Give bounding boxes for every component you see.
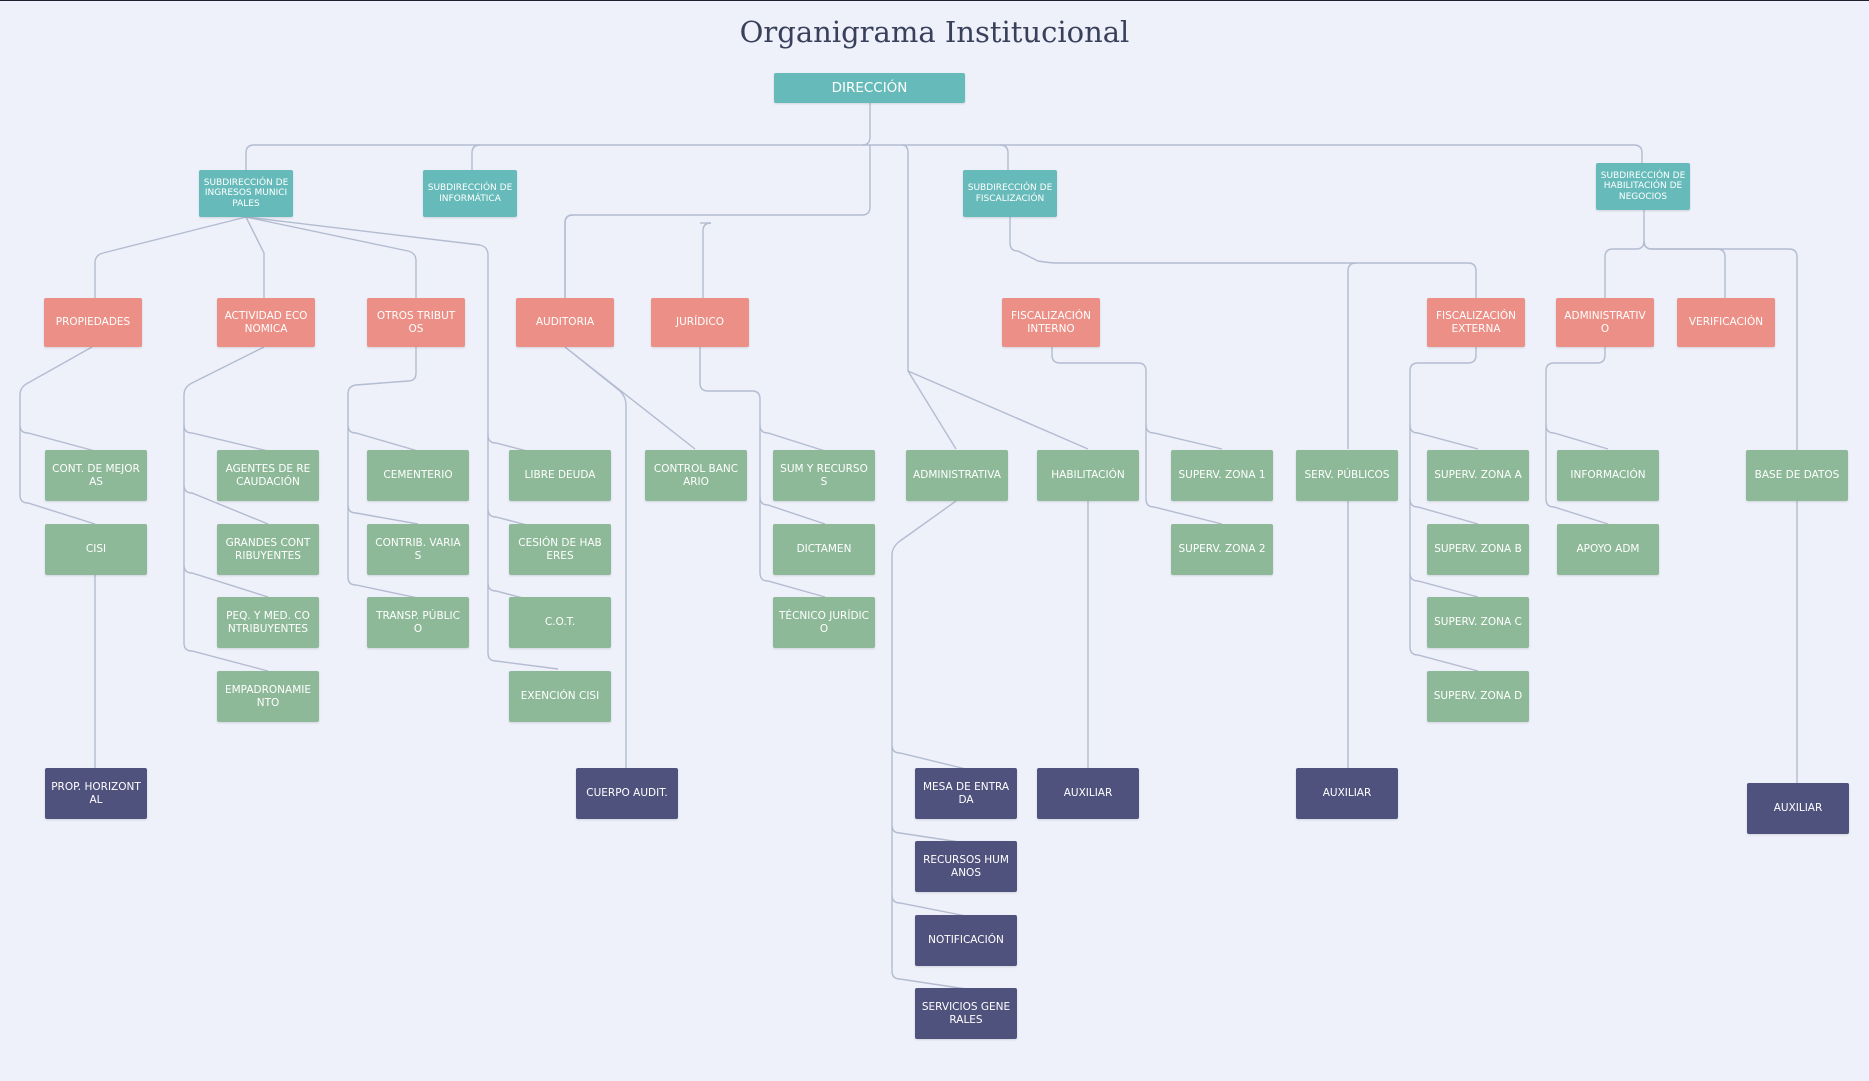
node-propiedades[interactable]: PROPIEDADES (44, 298, 142, 347)
node-cisi[interactable]: CISI (45, 524, 147, 575)
node-superv-zona-2[interactable]: SUPERV. ZONA 2 (1171, 524, 1273, 575)
node-direccion[interactable]: DIRECCIÓN (774, 73, 965, 103)
node-dictamen[interactable]: DICTAMEN (773, 524, 875, 575)
node-sub-informatica[interactable]: SUBDIRECCIÓN DE INFORMÁTICA (423, 170, 517, 217)
node-cot[interactable]: C.O.T. (509, 597, 611, 648)
node-sum-recursos[interactable]: SUM Y RECURSOS (773, 450, 875, 501)
node-sub-fiscalizacion[interactable]: SUBDIRECCIÓN DE FISCALIZACIÓN (963, 170, 1057, 217)
node-auxiliar-base-datos[interactable]: AUXILIAR (1747, 783, 1849, 834)
node-cesion-haberes[interactable]: CESIÓN DE HABERES (509, 524, 611, 575)
node-control-bancario[interactable]: CONTROL BANCARIO (645, 450, 747, 501)
node-habilitacion[interactable]: HABILITACIÓN (1037, 450, 1139, 501)
node-auxiliar-habilitacion[interactable]: AUXILIAR (1037, 768, 1139, 819)
node-administrativo[interactable]: ADMINISTRATIVO (1556, 298, 1654, 347)
node-apoyo-adm[interactable]: APOYO ADM (1557, 524, 1659, 575)
node-servicios-generales[interactable]: SERVICIOS GENERALES (915, 988, 1017, 1039)
node-tecnico-juridico[interactable]: TÉCNICO JURÍDICO (773, 597, 875, 648)
node-fiscalizacion-interno[interactable]: FISCALIZACIÓN INTERNO (1002, 298, 1100, 347)
node-cementerio[interactable]: CEMENTERIO (367, 450, 469, 501)
node-mesa-entrada[interactable]: MESA DE ENTRADA (915, 768, 1017, 819)
node-verificacion[interactable]: VERIFICACIÓN (1677, 298, 1775, 347)
node-peq-med-contribuyentes[interactable]: PEQ. Y MED. CONTRIBUYENTES (217, 597, 319, 648)
node-prop-horizontal[interactable]: PROP. HORIZONTAL (45, 768, 147, 819)
node-grandes-contribuyentes[interactable]: GRANDES CONTRIBUYENTES (217, 524, 319, 575)
node-superv-zona-c[interactable]: SUPERV. ZONA C (1427, 597, 1529, 648)
node-juridico[interactable]: JURÍDICO (651, 298, 749, 347)
node-cont-mejoras[interactable]: CONT. DE MEJORAS (45, 450, 147, 501)
node-administrativa[interactable]: ADMINISTRATIVA (906, 450, 1008, 501)
node-superv-zona-a[interactable]: SUPERV. ZONA A (1427, 450, 1529, 501)
node-agentes-recaudacion[interactable]: AGENTES DE RECAUDACIÓN (217, 450, 319, 501)
node-superv-zona-1[interactable]: SUPERV. ZONA 1 (1171, 450, 1273, 501)
node-notificacion[interactable]: NOTIFICACIÓN (915, 915, 1017, 966)
node-otros-tributos[interactable]: OTROS TRIBUTOS (367, 298, 465, 347)
node-sub-ingresos[interactable]: SUBDIRECCIÓN DE INGRESOS MUNICIPALES (199, 170, 293, 217)
node-base-datos[interactable]: BASE DE DATOS (1746, 450, 1848, 501)
node-recursos-humanos[interactable]: RECURSOS HUMANOS (915, 841, 1017, 892)
node-actividad-economica[interactable]: ACTIVIDAD ECONOMICA (217, 298, 315, 347)
node-informacion[interactable]: INFORMACIÓN (1557, 450, 1659, 501)
node-superv-zona-d[interactable]: SUPERV. ZONA D (1427, 671, 1529, 722)
node-libre-deuda[interactable]: LIBRE DEUDA (509, 450, 611, 501)
chart-title: Organigrama Institucional (739, 15, 1130, 49)
node-cuerpo-audit[interactable]: CUERPO AUDIT. (576, 768, 678, 819)
node-auditoria[interactable]: AUDITORIA (516, 298, 614, 347)
node-transp-publico[interactable]: TRANSP. PÚBLICO (367, 597, 469, 648)
node-exencion-cisi[interactable]: EXENCIÓN CISI (509, 671, 611, 722)
node-auxiliar-serv-publicos[interactable]: AUXILIAR (1296, 768, 1398, 819)
node-fiscalizacion-externa[interactable]: FISCALIZACIÓN EXTERNA (1427, 298, 1525, 347)
node-sub-habilitacion[interactable]: SUBDIRECCIÓN DE HABILITACIÓN DE NEGOCIOS (1596, 163, 1690, 210)
node-serv-publicos[interactable]: SERV. PÚBLICOS (1296, 450, 1398, 501)
node-empadronamiento[interactable]: EMPADRONAMIENTO (217, 671, 319, 722)
node-superv-zona-b[interactable]: SUPERV. ZONA B (1427, 524, 1529, 575)
node-contrib-varias[interactable]: CONTRIB. VARIAS (367, 524, 469, 575)
